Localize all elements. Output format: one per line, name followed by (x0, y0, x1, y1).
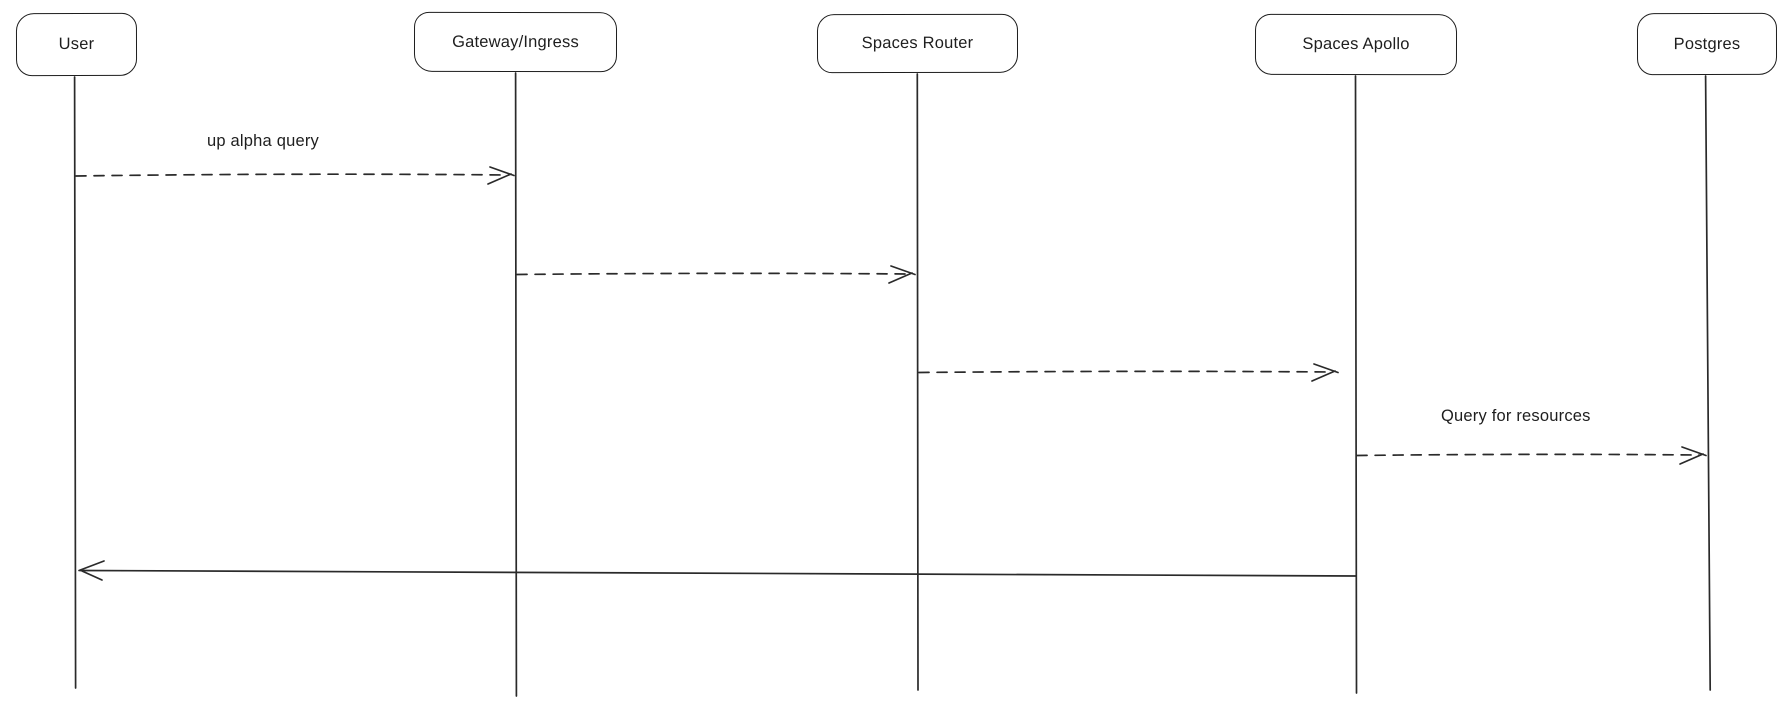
lifeline-spaces-apollo (1354, 75, 1358, 694)
arrowhead-right-icon (487, 166, 515, 185)
message-arrow-up-alpha-query (75, 173, 508, 177)
arrowhead-left-icon (78, 560, 105, 581)
actor-box-user: User (15, 12, 138, 77)
lifeline-gateway-ingress (514, 72, 518, 697)
message-label-query-for-resources: Query for resources (1441, 407, 1591, 425)
lifeline-spaces-router (916, 73, 919, 691)
message-label-up-alpha-query: up alpha query (207, 132, 319, 150)
message-arrow-router-to-apollo (918, 370, 1332, 374)
actor-label-postgres: Postgres (1673, 34, 1741, 53)
message-arrow-return-to-user (79, 569, 1357, 577)
actor-label-spaces-apollo: Spaces Apollo (1302, 34, 1410, 54)
actor-label-user: User (58, 34, 95, 54)
actor-box-spaces-apollo: Spaces Apollo (1254, 13, 1458, 76)
message-arrow-query-for-resources (1356, 453, 1700, 457)
message-arrow-gateway-to-router (516, 272, 909, 276)
lifeline-user (73, 76, 77, 689)
actor-box-gateway-ingress: Gateway/Ingress (413, 11, 618, 73)
actor-box-spaces-router: Spaces Router (816, 13, 1019, 74)
arrowhead-right-icon (1679, 446, 1707, 465)
actor-label-gateway-ingress: Gateway/Ingress (452, 32, 579, 51)
actor-label-spaces-router: Spaces Router (861, 33, 974, 53)
arrowhead-right-icon (1311, 363, 1339, 382)
arrowhead-right-icon (888, 265, 916, 284)
actor-box-postgres: Postgres (1636, 12, 1778, 76)
lifeline-postgres (1704, 75, 1712, 691)
